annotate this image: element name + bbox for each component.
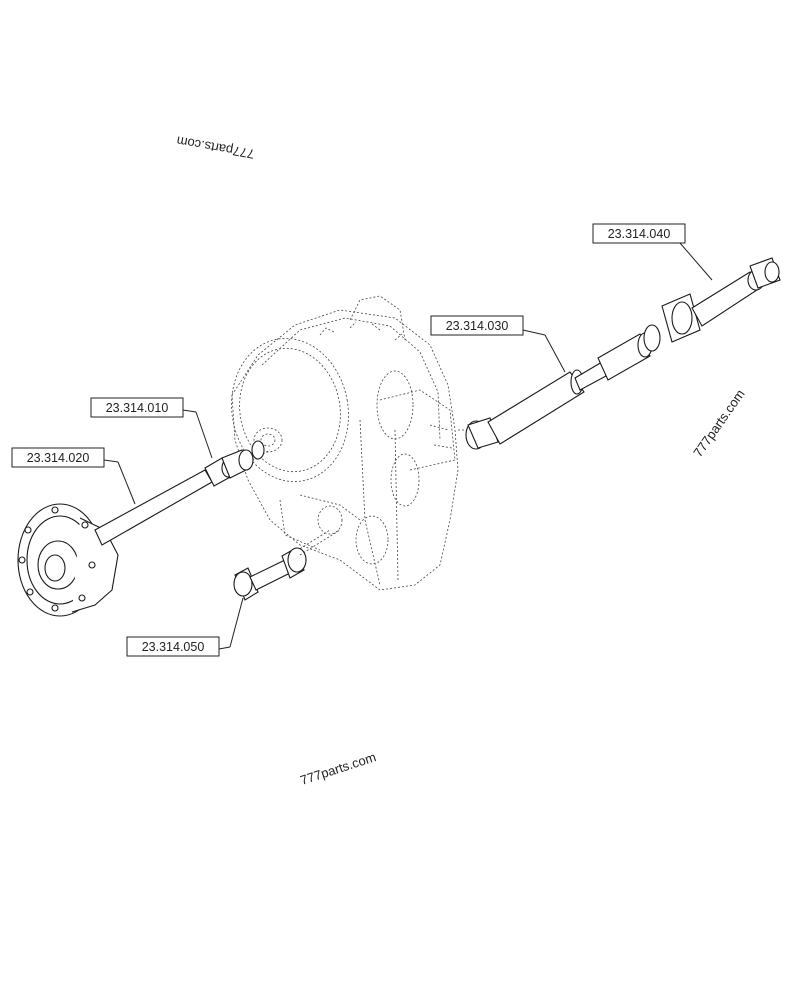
callout-label: 23.314.040 <box>608 227 671 241</box>
part-23-314-030 <box>465 324 661 450</box>
part-23-314-040 <box>661 257 781 343</box>
watermark-bottom: 777parts.com <box>298 749 378 788</box>
callout-23-314-010: 23.314.010 <box>90 397 213 459</box>
callout-label: 23.314.020 <box>27 451 90 465</box>
callout-23-314-040: 23.314.040 <box>592 223 713 281</box>
watermark-top: 777parts.com <box>175 133 255 161</box>
part-23-314-010 <box>221 440 265 479</box>
part-23-314-020 <box>17 457 235 617</box>
callout-23-314-050: 23.314.050 <box>126 597 244 657</box>
part-23-314-050 <box>233 529 341 601</box>
callout-23-314-030: 23.314.030 <box>430 315 566 373</box>
callout-label: 23.314.030 <box>446 319 509 333</box>
watermark-right: 777parts.com <box>690 387 747 460</box>
callout-label: 23.314.050 <box>142 640 205 654</box>
callout-label: 23.314.010 <box>106 401 169 415</box>
callout-23-314-020: 23.314.020 <box>11 447 136 505</box>
